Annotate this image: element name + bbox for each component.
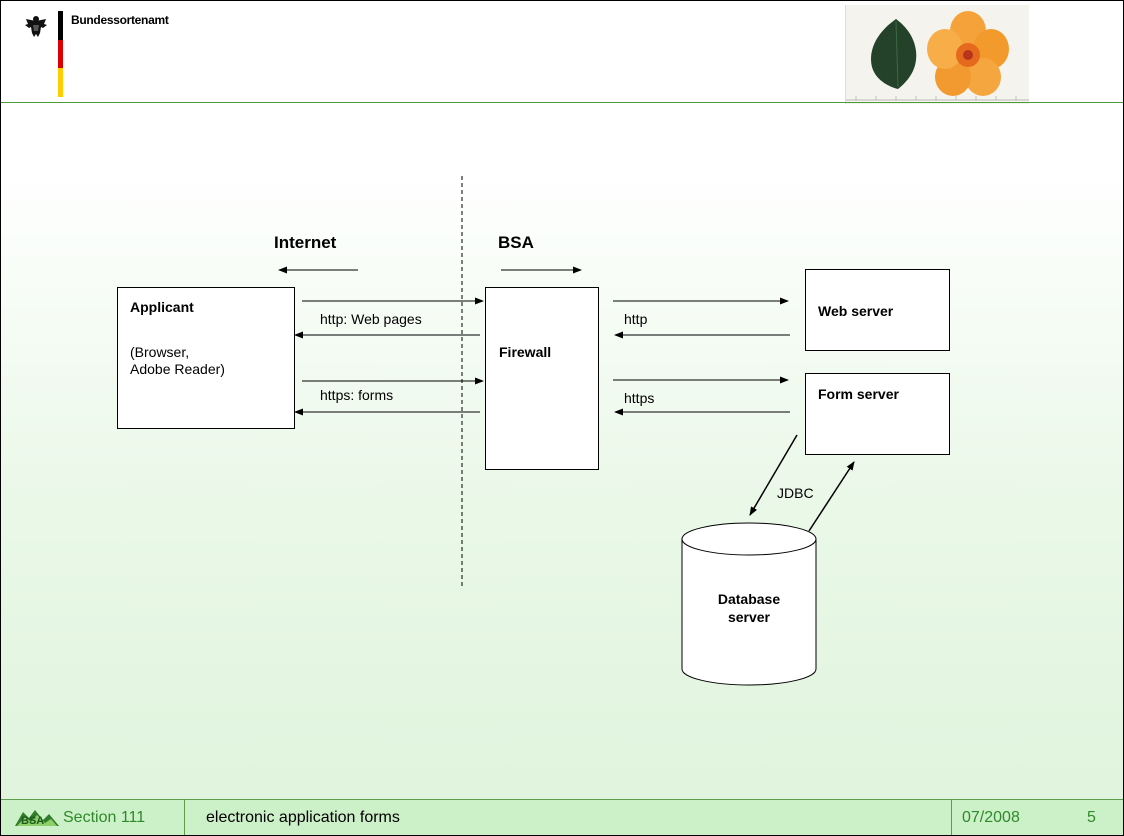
federal-eagle-icon	[25, 16, 47, 37]
web-server-label: Web server	[818, 303, 894, 319]
header: Bundessortenamt	[1, 1, 1123, 104]
svg-text:BSA: BSA	[21, 815, 44, 827]
footer-section: Section 111	[63, 809, 146, 826]
ministry-name: Bundessortenamt	[71, 13, 169, 27]
german-flag-stripe	[58, 11, 63, 97]
zone-label-internet: Internet	[274, 233, 337, 252]
form-server-label: Form server	[818, 386, 899, 402]
footer-page-number: 5	[1087, 809, 1096, 826]
footer-date: 07/2008	[962, 809, 1020, 826]
database-cylinder	[681, 522, 817, 686]
database-label-line2: server	[727, 609, 771, 625]
bsa-logo-icon: BSA	[15, 810, 59, 827]
applicant-detail-line2: Adobe Reader)	[130, 361, 225, 377]
edge-label-https-forms: https: forms	[320, 387, 394, 403]
applicant-detail-line1: (Browser,	[130, 344, 190, 360]
arrow-form-server-to-database	[749, 434, 798, 516]
applicant-box: Applicant (Browser, Adobe Reader)	[117, 287, 295, 429]
leaf-and-flower-photo	[845, 5, 1029, 104]
footer: BSA Section 111 electronic application f…	[1, 799, 1123, 835]
web-server-box: Web server	[805, 269, 950, 351]
header-divider	[1, 102, 1123, 103]
database-label-line1: Database	[717, 591, 781, 607]
footer-title: electronic application forms	[206, 809, 400, 826]
footer-separator	[184, 800, 185, 835]
applicant-title: Applicant	[130, 299, 194, 315]
footer-separator	[951, 800, 952, 835]
edge-label-http: http	[624, 311, 648, 327]
edge-label-jdbc: JDBC	[777, 485, 814, 501]
firewall-label: Firewall	[499, 344, 552, 360]
form-server-box: Form server	[805, 373, 950, 455]
edge-label-https: https	[624, 390, 655, 406]
firewall-box: Firewall	[485, 287, 599, 470]
arrow-database-to-form-server	[808, 461, 855, 532]
edge-label-http-web-pages: http: Web pages	[320, 311, 422, 327]
zone-label-bsa: BSA	[498, 233, 534, 252]
